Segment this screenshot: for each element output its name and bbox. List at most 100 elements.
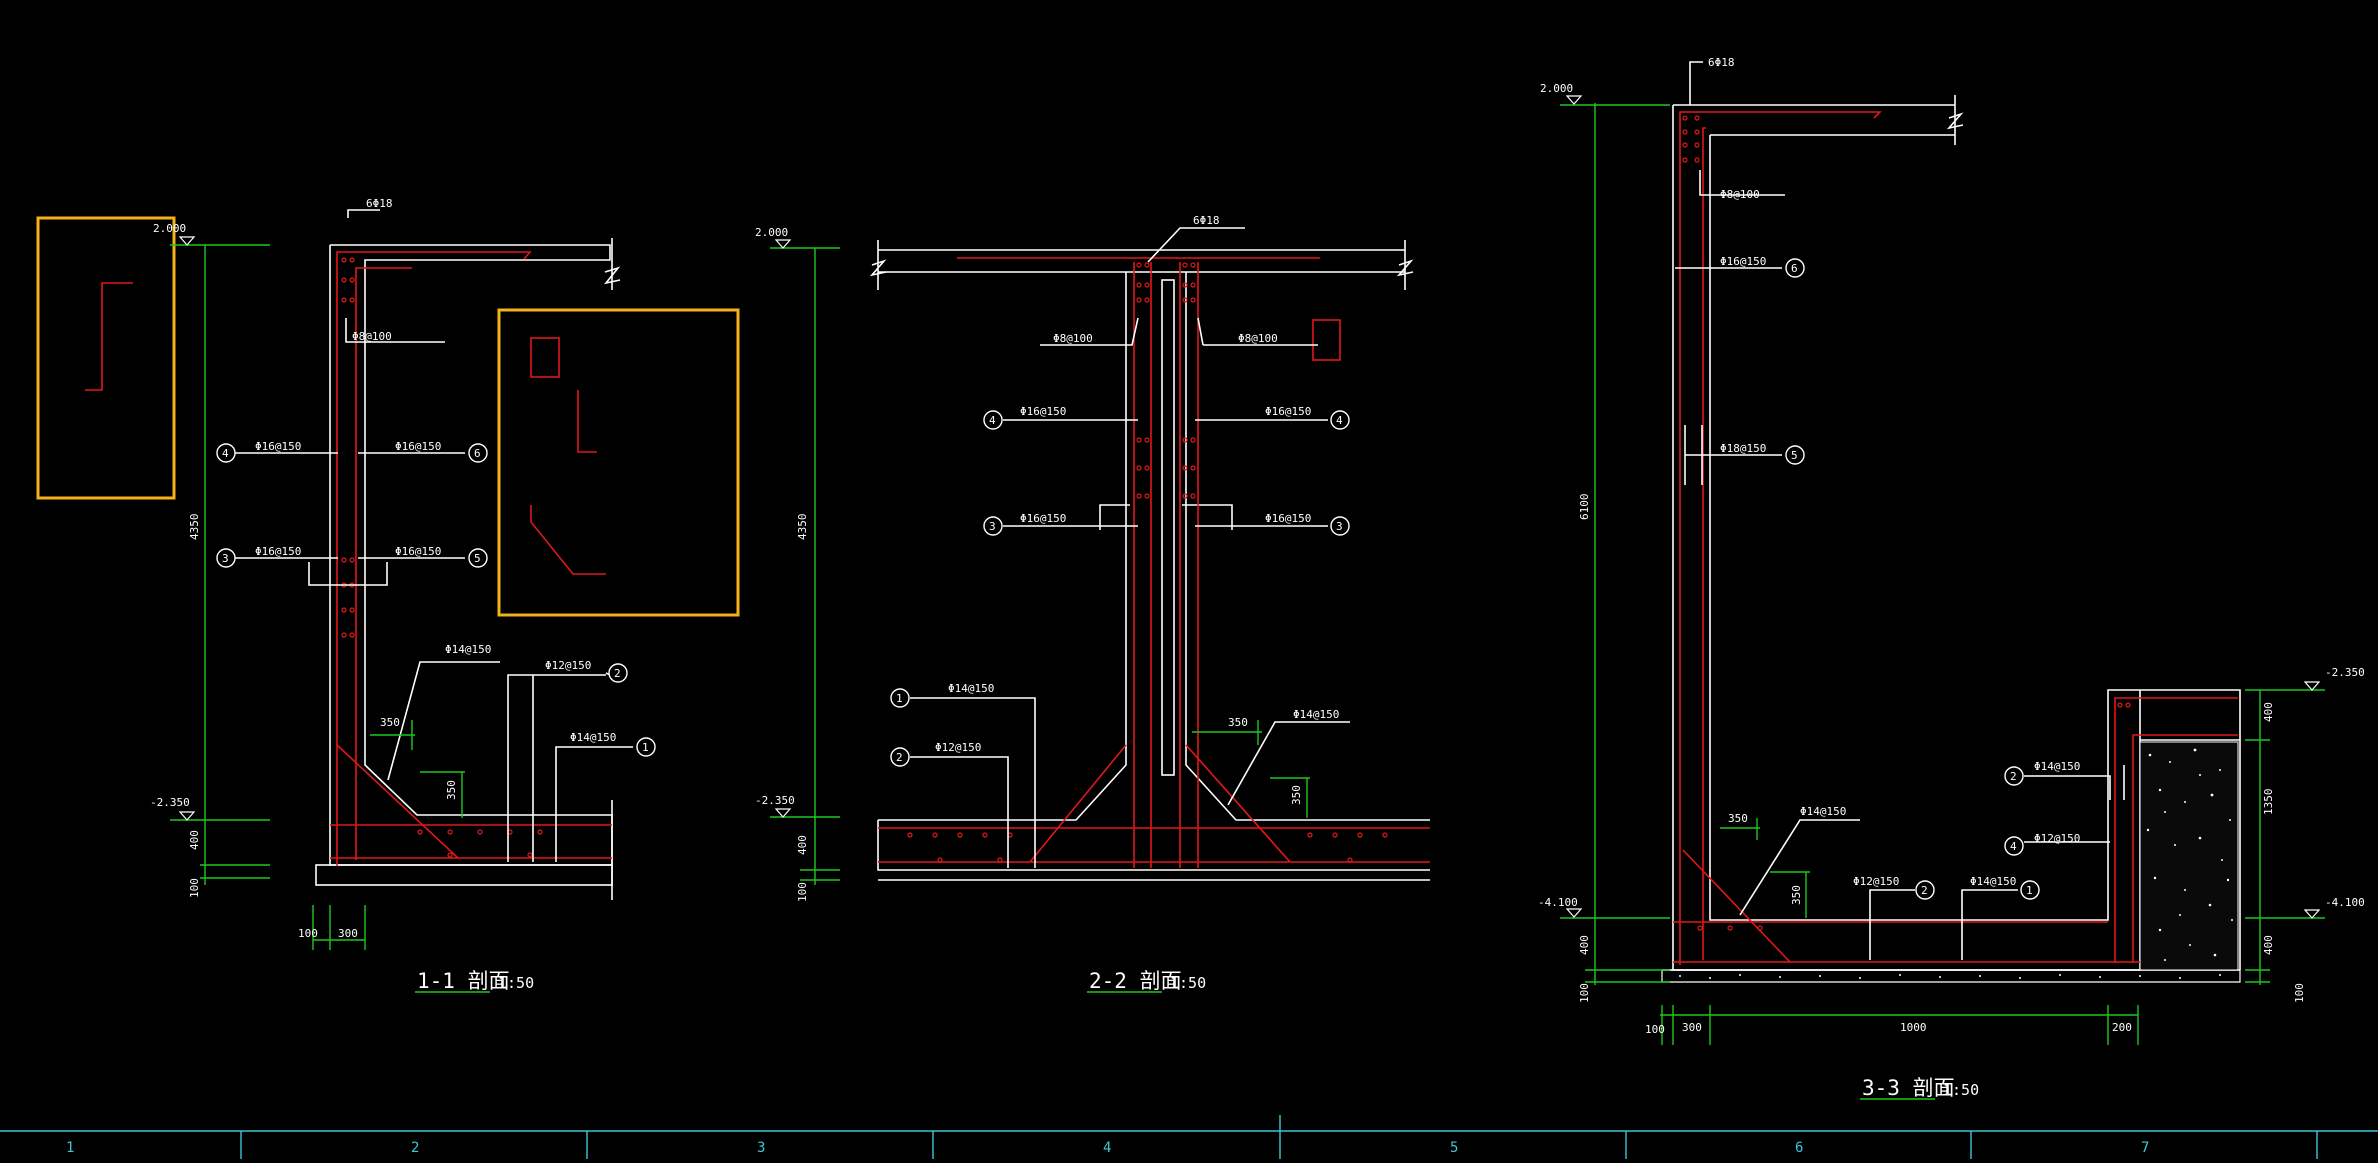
svg-text:4: 4: [989, 414, 996, 427]
svg-text:4: 4: [2010, 840, 2017, 853]
svg-text:Φ8@100: Φ8@100: [352, 330, 392, 343]
rebar-labels: 6Φ18 Φ8@100 Φ16@150 Φ16@150 Φ16@150 Φ16@…: [255, 197, 616, 744]
rebar-dots-wall: [341, 257, 543, 858]
svg-text:350: 350: [445, 780, 458, 800]
svg-text:Φ16@150: Φ16@150: [255, 440, 301, 453]
bubble-group-2: 4 4 3 3 1 2: [890, 410, 1350, 767]
svg-text:3: 3: [1336, 520, 1343, 533]
rebar-labels-2: 6Φ18 Φ8@100 Φ8@100 Φ16@150 Φ16@150 Φ16@1…: [935, 214, 1339, 754]
svg-text:1: 1: [896, 692, 903, 705]
svg-text:200: 200: [2112, 1021, 2132, 1034]
section-scale-3-3: 1:50: [1943, 1081, 1979, 1099]
svg-text:Φ12@150: Φ12@150: [2034, 832, 2080, 845]
svg-text:300: 300: [1682, 1021, 1702, 1034]
section-title-3-3: 3-3 剖面: [1862, 1076, 1955, 1100]
svg-text:2.000: 2.000: [1540, 82, 1573, 95]
svg-text:Φ14@150: Φ14@150: [1800, 805, 1846, 818]
gravel-fill: [1679, 741, 2239, 979]
section-1-1: 4 6 3 5 2 1 6Φ18 Φ8@100 Φ16@150 Φ16@150 …: [36, 197, 740, 993]
grid-axis-7: 7: [2141, 1140, 2149, 1156]
svg-text:Φ16@150: Φ16@150: [1720, 255, 1766, 268]
svg-text:6Φ18: 6Φ18: [1708, 56, 1735, 69]
svg-text:5: 5: [1791, 449, 1798, 462]
center-joint: [1161, 279, 1175, 776]
svg-text:Φ16@150: Φ16@150: [255, 545, 301, 558]
svg-text:6Φ18: 6Φ18: [366, 197, 393, 210]
svg-text:6: 6: [474, 447, 481, 460]
section-scale-2-2: 1:50: [1170, 974, 1206, 992]
rebar-detail-l: [577, 390, 597, 453]
svg-text:100: 100: [188, 878, 201, 898]
svg-text:Φ12@150: Φ12@150: [545, 659, 591, 672]
rebar-detail-box: [530, 337, 560, 378]
svg-text:400: 400: [188, 830, 201, 850]
svg-text:4350: 4350: [796, 514, 809, 541]
grid-axis-ruler: 1 2 3 4 5 6 7: [0, 1115, 2378, 1159]
rebar-dots-2-2: [907, 262, 1388, 863]
svg-text:100: 100: [2293, 983, 2306, 1003]
svg-text:3: 3: [222, 552, 229, 565]
svg-text:-2.350: -2.350: [150, 796, 190, 809]
bubble-group-3: 6 5 2 1 2 4: [1785, 258, 2040, 900]
svg-text:-4.100: -4.100: [2325, 896, 2365, 909]
svg-text:Φ14@150: Φ14@150: [1293, 708, 1339, 721]
svg-text:350: 350: [1290, 785, 1303, 805]
svg-text:1: 1: [642, 741, 649, 754]
svg-text:Φ12@150: Φ12@150: [935, 741, 981, 754]
svg-text:Φ16@150: Φ16@150: [1265, 512, 1311, 525]
svg-text:400: 400: [796, 835, 809, 855]
svg-text:3: 3: [989, 520, 996, 533]
svg-text:400: 400: [2262, 702, 2275, 722]
svg-text:Φ16@150: Φ16@150: [1265, 405, 1311, 418]
svg-text:Φ14@150: Φ14@150: [948, 682, 994, 695]
svg-text:Φ8@100: Φ8@100: [1053, 332, 1093, 345]
svg-text:Φ16@150: Φ16@150: [1020, 512, 1066, 525]
svg-text:-2.350: -2.350: [2325, 666, 2365, 679]
svg-text:5: 5: [474, 552, 481, 565]
svg-text:Φ16@150: Φ16@150: [395, 545, 441, 558]
dimensions-2-2: 2.000 -2.350 4350 400 100 350 350: [755, 226, 1310, 902]
rebar-detail-hook: [530, 505, 606, 575]
svg-text:4: 4: [1336, 414, 1343, 427]
svg-text:2.000: 2.000: [153, 222, 186, 235]
svg-text:400: 400: [2262, 935, 2275, 955]
svg-text:Φ14@150: Φ14@150: [570, 731, 616, 744]
highlight-box-left[interactable]: [36, 216, 176, 500]
svg-text:100: 100: [796, 882, 809, 902]
svg-text:2: 2: [2010, 770, 2017, 783]
grid-axis-2: 2: [411, 1140, 419, 1156]
bubble-group: 4 6 3 5 2 1: [216, 443, 656, 757]
svg-text:2: 2: [614, 667, 621, 680]
svg-text:2.000: 2.000: [755, 226, 788, 239]
svg-text:6: 6: [1791, 262, 1798, 275]
svg-text:350: 350: [1790, 885, 1803, 905]
section-title-1-1: 1-1 剖面: [417, 969, 510, 993]
svg-text:Φ8@100: Φ8@100: [1238, 332, 1278, 345]
svg-text:6Φ18: 6Φ18: [1193, 214, 1220, 227]
svg-text:2: 2: [896, 751, 903, 764]
highlight-box-right[interactable]: [497, 308, 740, 617]
footing-pad: [315, 864, 613, 886]
svg-text:100: 100: [1578, 983, 1591, 1003]
rebar-detail-box-2: [1312, 319, 1341, 361]
svg-text:Φ18@150: Φ18@150: [1720, 442, 1766, 455]
svg-text:Φ16@150: Φ16@150: [395, 440, 441, 453]
svg-text:350: 350: [1728, 812, 1748, 825]
svg-text:Φ12@150: Φ12@150: [1853, 875, 1899, 888]
section-3-3: 6 5 2 1 2 4 6Φ18 Φ8@100 Φ16@150 Φ18@150 …: [1538, 56, 2365, 1100]
svg-text:4350: 4350: [188, 514, 201, 541]
svg-text:400: 400: [1578, 935, 1591, 955]
section-2-2: 4 4 3 3 1 2 6Φ18 Φ8@100 Φ8@100 Φ16@150 Φ…: [755, 214, 1430, 993]
svg-text:2: 2: [1921, 884, 1928, 897]
rebar-detail-bend: [85, 282, 133, 391]
svg-text:Φ14@150: Φ14@150: [1970, 875, 2016, 888]
svg-text:Φ16@150: Φ16@150: [1020, 405, 1066, 418]
svg-text:300: 300: [338, 927, 358, 940]
dimensions-3-3: 2.000 -4.100 6100 400 100 100 300 1000 2…: [1538, 82, 2365, 1045]
svg-text:Φ14@150: Φ14@150: [2034, 760, 2080, 773]
svg-text:350: 350: [380, 716, 400, 729]
rebar-dots-3-3: [1682, 115, 2131, 931]
grid-axis-5: 5: [1450, 1140, 1458, 1156]
grid-axis-1: 1: [66, 1140, 74, 1156]
